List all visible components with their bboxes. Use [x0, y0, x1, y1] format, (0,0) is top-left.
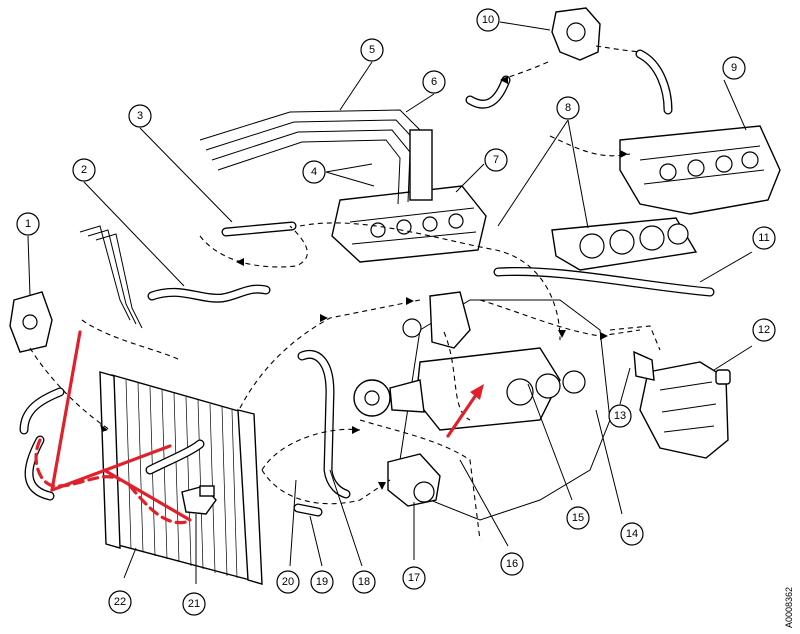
callout-22-label: 22	[114, 596, 126, 608]
callout-20: 20	[276, 570, 300, 594]
red-arrow-head	[470, 384, 484, 400]
callout-9-label: 9	[731, 62, 737, 74]
callout-6-label: 6	[431, 76, 437, 88]
thermostat-housing-top	[551, 7, 601, 61]
thermostat-housing	[402, 291, 471, 349]
cylinder-head-right	[619, 125, 781, 215]
callout-18-label: 18	[358, 576, 370, 588]
heater-control-valve	[9, 291, 53, 353]
leader-lines	[27, 21, 753, 584]
callout-20-label: 20	[282, 576, 294, 588]
callout-3-label: 3	[137, 110, 143, 122]
callout-8: 8	[556, 96, 580, 120]
water-pump	[353, 379, 425, 417]
callout-15-label: 15	[572, 512, 584, 524]
callout-12-label: 12	[758, 324, 770, 336]
block-front-section	[415, 347, 586, 431]
degas-lines	[19, 49, 715, 435]
callout-5-label: 5	[369, 44, 375, 56]
callout-1-label: 1	[25, 218, 31, 230]
callout-17: 17	[402, 566, 426, 590]
callout-21-label: 21	[188, 598, 200, 610]
callout-10: 10	[476, 8, 500, 32]
callout-4: 4	[302, 160, 326, 184]
callout-11: 11	[752, 226, 776, 250]
callout-5: 5	[360, 38, 384, 62]
callout-12: 12	[752, 318, 776, 342]
heater-tube-bundle	[199, 109, 433, 205]
drain-valve	[181, 485, 217, 515]
heater-pipes	[79, 225, 143, 329]
head-gasket	[551, 217, 698, 271]
callout-15: 15	[566, 506, 590, 530]
callout-17-label: 17	[408, 572, 420, 584]
callout-7: 7	[484, 148, 508, 172]
surge-tank	[633, 350, 731, 459]
callout-14-label: 14	[626, 528, 638, 540]
callout-3: 3	[128, 104, 152, 128]
callout-6: 6	[422, 70, 446, 94]
callout-10-label: 10	[482, 14, 494, 26]
callout-9: 9	[722, 56, 746, 80]
callout-21: 21	[182, 592, 206, 616]
flow-arrows	[100, 76, 628, 490]
callout-13: 13	[608, 404, 632, 428]
callout-14: 14	[620, 522, 644, 546]
red-highlight-annotations	[34, 330, 484, 525]
callout-11-label: 11	[758, 232, 769, 244]
callout-7-label: 7	[493, 154, 499, 166]
callout-18: 18	[352, 570, 376, 594]
reference-code: A0008362	[784, 587, 794, 628]
callout-4-label: 4	[311, 166, 317, 178]
callout-19: 19	[310, 570, 334, 594]
callout-8-label: 8	[565, 102, 571, 114]
callout-22: 22	[108, 590, 132, 614]
callout-13-label: 13	[614, 410, 626, 422]
callout-16-label: 16	[506, 558, 518, 570]
auxiliary-pump	[387, 453, 441, 507]
radiator	[99, 371, 263, 585]
callout-2-label: 2	[81, 164, 87, 176]
callout-1: 1	[16, 212, 40, 236]
callout-16: 16	[500, 552, 524, 576]
callout-2: 2	[72, 158, 96, 182]
callout-19-label: 19	[316, 576, 328, 588]
